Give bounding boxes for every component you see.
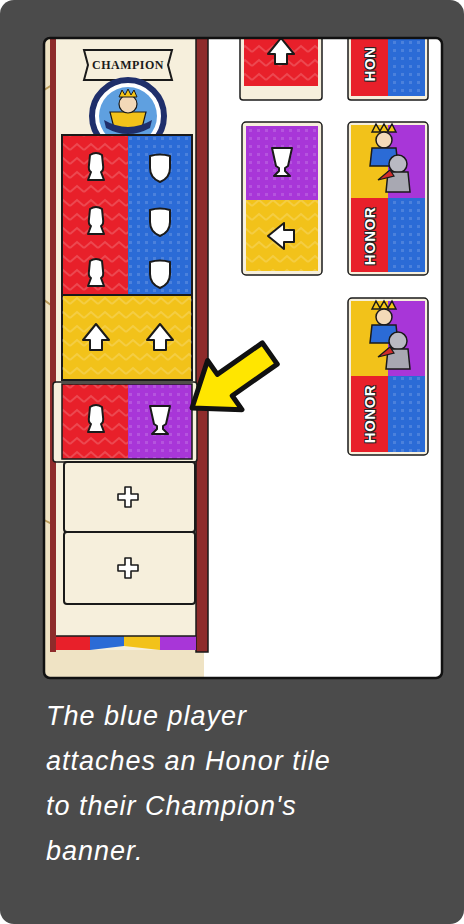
tile-label: HON (361, 47, 378, 82)
callout-arrow (175, 329, 287, 433)
tile-label: HONOR (361, 385, 378, 443)
tile-label: HONOR (361, 207, 378, 265)
caption: The blue player attaches an Honor tile t… (46, 694, 346, 874)
ribbon (84, 50, 172, 80)
banner-title: CHAMPION (92, 58, 164, 73)
